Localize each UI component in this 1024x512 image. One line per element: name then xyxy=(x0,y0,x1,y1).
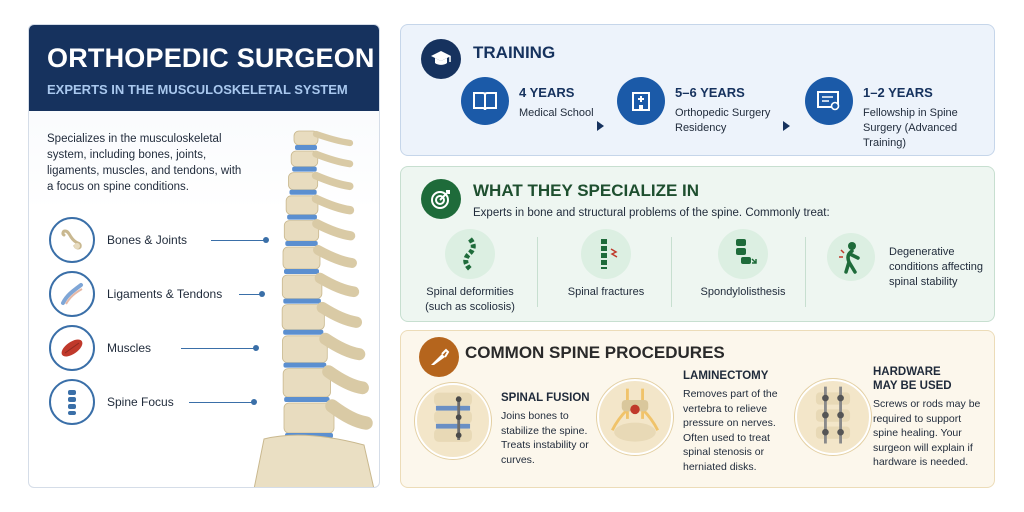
scalpel-icon xyxy=(419,337,459,377)
training-title: TRAINING xyxy=(473,43,556,62)
specialize-label: Spinal deformities (such as scoliosis) xyxy=(425,286,515,313)
intervertebral-disc xyxy=(284,397,330,402)
pointer-dot xyxy=(259,291,265,297)
specialize-card: WHAT THEY SPECIALIZE IN Experts in bone … xyxy=(400,166,995,322)
spinous-process xyxy=(322,365,369,395)
divider xyxy=(805,237,806,307)
specialize-label: Spondylolisthesis xyxy=(700,286,786,298)
book-icon xyxy=(461,77,509,125)
pointer-dot xyxy=(263,237,269,243)
intro-description: Specializes in the musculoskeletal syste… xyxy=(47,133,242,193)
spinous-process xyxy=(311,171,354,191)
intervertebral-disc xyxy=(285,241,318,246)
spinous-process xyxy=(312,150,354,168)
procedure-title: HARDWARE MAY BE USED xyxy=(873,366,952,392)
slipped-vertebra-icon xyxy=(718,229,768,279)
arrow-right-icon xyxy=(597,121,604,131)
intervertebral-disc xyxy=(284,269,319,274)
pointer-line xyxy=(189,402,253,403)
procedure-title: LAMINECTOMY xyxy=(683,370,769,382)
specialize-title: WHAT THEY SPECIALIZE IN xyxy=(473,181,700,200)
hospital-icon xyxy=(617,77,665,125)
pointer-line xyxy=(211,240,265,241)
intro-panel: ORTHOPEDIC SURGEON EXPERTS IN THE MUSCUL… xyxy=(28,24,380,488)
training-step-fellowship: 1–2 YEARS Fellowship in Spine Surgery (A… xyxy=(805,77,967,151)
feature-muscles: Muscles xyxy=(49,325,299,371)
spinal-fusion-illustration xyxy=(415,383,491,459)
feature-bones-joints: Bones & Joints xyxy=(49,217,299,263)
specialize-item-deformities: Spinal deformities (such as scoliosis) xyxy=(415,229,525,315)
specialize-item-degenerative xyxy=(827,233,875,281)
divider xyxy=(671,237,672,307)
procedure-desc: Removes part of the vertebra to relieve … xyxy=(683,388,778,473)
procedures-title: COMMON SPINE PROCEDURES xyxy=(465,343,725,362)
spinous-process xyxy=(325,399,373,430)
specialize-label: Degenerative conditions affecting spinal… xyxy=(889,246,983,288)
training-card: TRAINING 4 YEARS Medical School 5–6 YEAR… xyxy=(400,24,995,156)
spinous-process xyxy=(313,245,357,268)
spinous-process xyxy=(312,219,356,241)
procedure-desc: Screws or rods may be required to suppor… xyxy=(873,398,981,468)
pointer-dot xyxy=(251,399,257,405)
procedures-card: COMMON SPINE PROCEDURES SPINAL FUSION Jo… xyxy=(400,330,995,488)
specialize-item-spondylolisthesis: Spondylolisthesis xyxy=(683,229,803,300)
spinal-hardware-illustration xyxy=(795,379,871,455)
training-step-medical-school: 4 YEARS Medical School xyxy=(461,77,599,125)
specialize-intro: Experts in bone and structural problems … xyxy=(473,207,830,219)
intervertebral-disc xyxy=(283,362,327,368)
feature-label: Spine Focus xyxy=(107,395,174,409)
page-title: ORTHOPEDIC SURGEON xyxy=(47,43,375,73)
curved-spine-icon xyxy=(445,229,495,279)
spinous-process xyxy=(319,332,366,361)
training-desc: Orthopedic Surgery Residency xyxy=(675,107,771,134)
spine-icon xyxy=(49,379,95,425)
training-desc: Medical School xyxy=(519,107,594,119)
certificate-icon xyxy=(805,77,853,125)
bone-joint-icon xyxy=(49,217,95,263)
training-step-residency: 5–6 YEARS Orthopedic Surgery Residency xyxy=(617,77,775,136)
intervertebral-disc xyxy=(295,145,317,150)
training-desc: Fellowship in Spine Surgery (Advanced Tr… xyxy=(863,107,958,149)
spinous-process xyxy=(311,194,355,215)
training-years: 1–2 YEARS xyxy=(863,85,933,100)
intro-header: ORTHOPEDIC SURGEON EXPERTS IN THE MUSCUL… xyxy=(29,25,379,111)
feature-label: Bones & Joints xyxy=(107,233,188,247)
back-pain-icon xyxy=(827,233,875,281)
sacrum xyxy=(253,434,375,487)
spine-illustration xyxy=(253,130,375,487)
intervertebral-disc xyxy=(289,189,317,195)
page-subtitle: EXPERTS IN THE MUSCULOSKELETAL SYSTEM xyxy=(47,82,348,97)
pointer-line xyxy=(181,348,255,349)
graduation-cap-icon xyxy=(421,39,461,79)
muscle-icon xyxy=(49,325,95,371)
ligament-icon xyxy=(49,271,95,317)
target-icon xyxy=(421,179,461,219)
feature-ligaments-tendons: Ligaments & Tendons xyxy=(49,271,299,317)
training-years: 4 YEARS xyxy=(519,85,575,100)
procedure-desc: Joins bones to stabilize the spine. Trea… xyxy=(501,410,589,466)
specialize-label: Spinal fractures xyxy=(567,286,645,298)
pointer-dot xyxy=(253,345,259,351)
feature-label: Muscles xyxy=(107,341,152,355)
arrow-right-icon xyxy=(783,121,790,131)
laminectomy-illustration xyxy=(597,379,673,455)
training-years: 5–6 YEARS xyxy=(675,85,745,100)
divider xyxy=(537,237,538,307)
spinous-process xyxy=(314,272,360,298)
intervertebral-disc xyxy=(283,298,321,304)
intervertebral-disc xyxy=(287,214,317,220)
spinous-process xyxy=(316,301,363,328)
feature-label: Ligaments & Tendons xyxy=(107,287,223,301)
spinous-process xyxy=(312,130,354,147)
pointer-line xyxy=(239,294,261,295)
intervertebral-disc xyxy=(283,329,324,335)
fractured-spine-icon xyxy=(581,229,631,279)
specialize-item-fractures: Spinal fractures xyxy=(551,229,661,300)
procedure-title: SPINAL FUSION xyxy=(501,392,590,404)
feature-spine-focus: Spine Focus xyxy=(49,379,299,425)
intervertebral-disc xyxy=(292,166,317,172)
